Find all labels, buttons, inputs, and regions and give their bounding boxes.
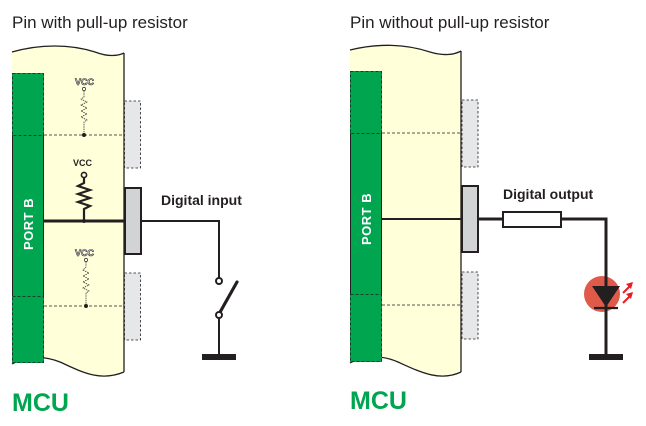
- left-mcu-top-edge: [11, 45, 125, 57]
- right-signal-label: Digital output: [503, 186, 594, 202]
- right-ghost-pin-top: [461, 99, 479, 168]
- pull-up-resistor-icon: VCC: [73, 158, 94, 221]
- right-mcu-label: MCU: [350, 387, 407, 415]
- right-ghost-pin-bottom: [461, 271, 479, 340]
- right-port-bar: [350, 71, 382, 362]
- right-port-ghost-top: [350, 71, 382, 134]
- left-port-label: PORT B: [21, 198, 36, 250]
- left-ghost-pin-top: [124, 100, 141, 169]
- right-active-pin[interactable]: [461, 185, 479, 253]
- right-title: Pin without pull-up resistor: [350, 13, 550, 32]
- left-mcu-label: MCU: [12, 389, 69, 417]
- left-active-pin[interactable]: [124, 187, 142, 255]
- left-port-ghost-top: [12, 73, 44, 136]
- resistor-icon: [502, 211, 562, 228]
- vcc-active-label: VCC: [73, 158, 93, 168]
- switch-icon[interactable]: [215, 277, 239, 355]
- left-ghost-pin-bottom: [124, 272, 141, 341]
- left-external-wire: [141, 220, 220, 280]
- left-signal-label: Digital input: [161, 192, 242, 208]
- led-icon: [584, 274, 633, 320]
- vcc-ghost-bottom-label: VCC: [75, 248, 95, 258]
- vcc-ghost-top-label: VCC: [75, 77, 95, 87]
- left-ground-icon: [202, 354, 236, 360]
- led-light-arrows-icon: [622, 282, 633, 304]
- right-panel: Pin without pull-up resistor PORT B Digi…: [349, 13, 633, 415]
- left-panel: Pin with pull-up resistor PORT B VCC VCC: [11, 13, 242, 417]
- left-port-bar: [12, 73, 44, 363]
- right-mcu-top-edge: [349, 44, 462, 56]
- ghost-pullup-bottom-icon: VCC: [75, 248, 95, 308]
- right-port-label: PORT B: [359, 193, 374, 245]
- left-port-ghost-bottom: [12, 296, 44, 363]
- left-junction: [82, 219, 86, 223]
- right-ground-icon: [589, 354, 623, 360]
- left-title: Pin with pull-up resistor: [12, 13, 188, 32]
- ghost-pullup-top-icon: VCC: [75, 77, 95, 137]
- right-port-ghost-bottom: [350, 294, 382, 362]
